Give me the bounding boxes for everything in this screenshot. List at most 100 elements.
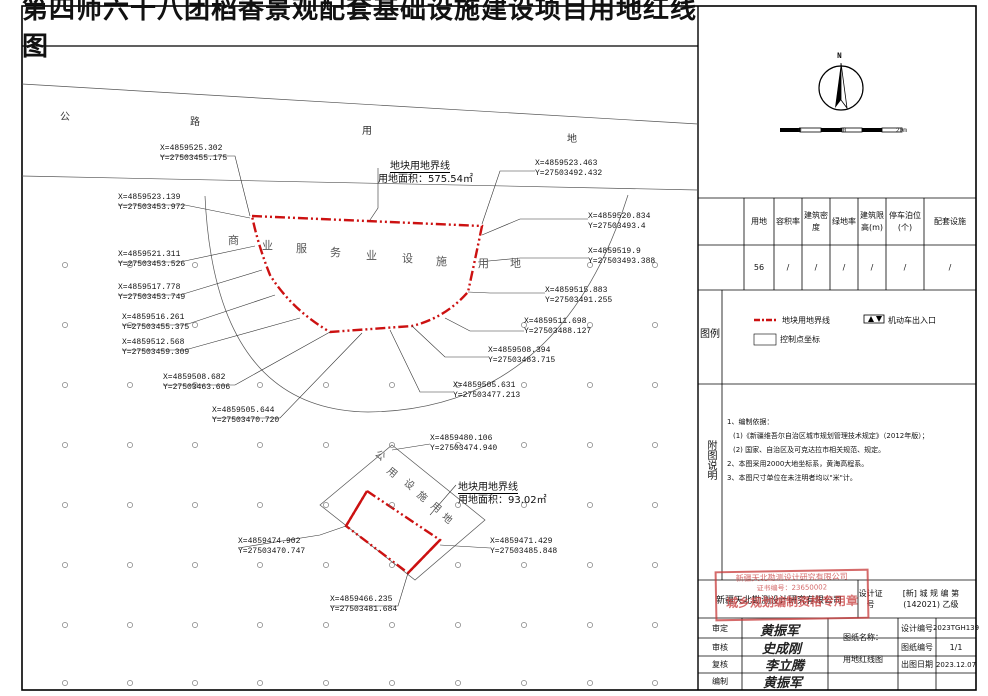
control-point-grid (62, 262, 658, 686)
coordinate-y: Y=27503474.940 (430, 444, 498, 453)
zone-char: 业 (366, 249, 377, 262)
coordinate-x: X=4859523.463 (535, 159, 598, 168)
zone-char: 商 (228, 234, 239, 247)
zone-char: 地 (510, 257, 521, 270)
control-point-marker (62, 622, 68, 628)
coordinate-x: X=4859519.9 (588, 247, 641, 256)
table-cell: 56 (753, 263, 765, 272)
coordinate-x: X=4859505.644 (212, 406, 275, 415)
table-header: 容积率 (776, 216, 800, 226)
table-cell: / (870, 263, 874, 272)
control-point-marker (455, 680, 461, 686)
legend-heading: 图例 (700, 329, 720, 340)
scale-label-0: 0 (798, 127, 802, 134)
role-review: 审定 (712, 623, 728, 633)
coordinate-x: X=4859520.834 (588, 212, 651, 221)
control-point-marker (389, 442, 395, 448)
date-label: 出图日期 (901, 660, 933, 669)
control-point-marker (587, 502, 593, 508)
coordinate-y: Y=27503455.175 (160, 154, 228, 163)
plot1-red-boundary (250, 214, 484, 334)
company-name: 新疆天北勘测设计研究有限公司 (715, 595, 842, 606)
table-cell: / (903, 263, 907, 272)
control-point-marker (62, 442, 68, 448)
zone-char: 用 (478, 257, 489, 270)
control-point-marker (127, 562, 133, 568)
control-point-marker (587, 442, 593, 448)
coordinate-y: Y=27503481.684 (330, 605, 398, 614)
coordinate-y: Y=27503470.747 (238, 547, 306, 556)
control-point-marker (455, 442, 461, 448)
sheet-no-label: 图纸编号 (901, 642, 933, 652)
control-point-marker (652, 382, 658, 388)
control-point-marker (652, 322, 658, 328)
control-point-marker (323, 680, 329, 686)
control-point-marker (192, 442, 198, 448)
coordinate-y: Y=27503493.4 (588, 222, 646, 231)
control-point-marker (323, 442, 329, 448)
control-point-marker (389, 562, 395, 568)
note-line: 3、本图尺寸单位在未注明者均以"米"计。 (727, 474, 857, 482)
coordinate-x: X=4859516.261 (122, 313, 185, 322)
outer-frame (21, 5, 977, 691)
role-verify: 复核 (712, 660, 728, 669)
coordinate-x: X=4859508.682 (163, 373, 226, 382)
control-point-marker (192, 622, 198, 628)
coordinate-y: Y=27503491.255 (545, 296, 613, 305)
control-point-marker (192, 680, 198, 686)
drawing-name-label: 图纸名称： (843, 632, 883, 642)
zone-char: 服 (296, 242, 307, 255)
coordinate-y: Y=27503459.309 (122, 348, 190, 357)
control-point-marker (127, 442, 133, 448)
control-point-marker (127, 680, 133, 686)
coordinate-y: Y=27503493.388 (588, 257, 656, 266)
plot1-outline-arc (204, 194, 629, 413)
page-title: 第四师六十八团稻香景观配套基础设施建设项目用地红线图 (22, 0, 698, 62)
control-point-marker (257, 442, 263, 448)
control-point-marker (455, 382, 461, 388)
cert-value: [新] 城 规 编 第 (142021) 乙级 (902, 589, 960, 609)
control-point-marker (127, 382, 133, 388)
role-compile: 编制 (712, 677, 728, 686)
vehicle-entrance-icon (863, 314, 885, 324)
plot2-boundary-label: 地块用地界线 (458, 478, 518, 494)
table-header: 建筑限高(m) (860, 210, 884, 232)
road-char: 用 (362, 126, 372, 137)
plot1-boundary-label: 地块用地界线 (390, 157, 450, 173)
control-point-marker (62, 382, 68, 388)
control-point-marker (587, 680, 593, 686)
coordinate-x: X=4859512.568 (122, 338, 185, 347)
table-cell: / (814, 263, 818, 272)
control-point-marker (62, 322, 68, 328)
design-no-label: 设计编号 (901, 623, 933, 633)
control-point-marker (257, 680, 263, 686)
coordinate-x: X=4859508.394 (488, 346, 551, 355)
road-edge-line (21, 83, 699, 125)
coordinate-y: Y=27503463.606 (163, 383, 231, 392)
coordinate-y: Y=27503483.715 (488, 356, 556, 365)
control-point-marker (521, 562, 527, 568)
zone-char: 务 (330, 246, 341, 259)
table-header: 配套设施 (934, 216, 966, 226)
cert-line: 设计证号 [新] 城 规 编 第 (142021) 乙级 (858, 580, 976, 618)
drawing-name: 用地红线图 (843, 654, 883, 664)
control-point-marker (389, 680, 395, 686)
control-point-marker (323, 502, 329, 508)
control-point-marker (389, 382, 395, 388)
scale-label-20: 20m (896, 127, 907, 134)
control-point-legend-icon (753, 333, 777, 346)
control-point-marker (62, 562, 68, 568)
notes-heading: 附图说明 (705, 440, 716, 480)
control-point-marker (62, 680, 68, 686)
control-point-marker (389, 502, 395, 508)
control-point-marker (323, 382, 329, 388)
role-check: 审核 (712, 642, 728, 652)
control-point-marker (521, 442, 527, 448)
